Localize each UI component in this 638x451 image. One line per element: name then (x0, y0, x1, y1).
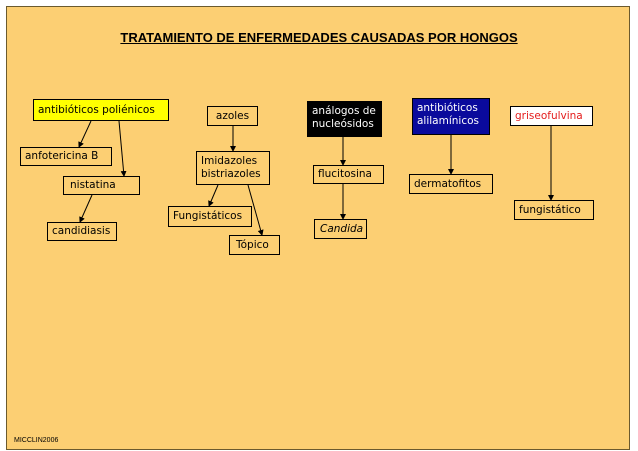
node-candida: Candida (314, 219, 367, 239)
node-label-line-2: nucleósidos (312, 118, 374, 130)
node-label: flucitosina (318, 168, 372, 180)
node-anfotericina-b: anfotericina B (20, 147, 112, 166)
page-title: TRATAMIENTO DE ENFERMEDADES CAUSADAS POR… (120, 30, 518, 45)
node-label-line-1: análogos de (312, 105, 376, 117)
node-azoles: azoles (207, 106, 258, 126)
node-fungistatico: fungistático (514, 200, 594, 220)
arrow-imidazoles-topico (247, 184, 264, 236)
node-label: nistatina (70, 179, 116, 191)
node-analogos-nucleosidos: análogos de nucleósidos (307, 101, 382, 137)
node-label-line-2: bistriazoles (201, 168, 261, 180)
node-label-line-1: antibióticos (417, 102, 478, 114)
arrow-polienicos-nistatina (118, 120, 127, 177)
node-griseofulvina: griseofulvina (510, 106, 593, 126)
node-label-line-2: alilamínicos (417, 115, 480, 127)
node-flucitosina: flucitosina (313, 165, 384, 184)
node-label: candidiasis (52, 225, 111, 237)
node-fungistaticos: Fungistáticos (168, 206, 252, 227)
node-label: azoles (215, 110, 250, 122)
node-topico: Tópico (229, 235, 280, 255)
node-label: fungistático (519, 204, 581, 216)
node-candidiasis: candidiasis (47, 222, 117, 241)
node-antibioticos-polienicos: antibióticos poliénicos (33, 99, 169, 121)
arrow-imidazoles-fungistaticos (208, 184, 219, 207)
slide-background (6, 6, 630, 450)
footer-credit: MICCLIN2006 (14, 437, 59, 444)
node-label: Candida (320, 223, 364, 235)
node-label: griseofulvina (515, 110, 583, 122)
node-nistatina: nistatina (63, 176, 140, 195)
node-label: Fungistáticos (173, 210, 243, 222)
node-label: Tópico (236, 239, 269, 251)
node-label: antibióticos poliénicos (38, 104, 155, 116)
node-imidazoles-bistriazoles: Imidazoles bistriazoles (196, 151, 270, 185)
node-label: dermatofitos (414, 178, 482, 190)
node-label: anfotericina B (25, 150, 99, 162)
arrow-nistatina-candidiasis (79, 194, 93, 223)
node-antibioticos-alilaminicos: antibióticos alilamínicos (412, 98, 490, 135)
arrow-polienicos-anfotericina (78, 120, 92, 148)
node-dermatofitos: dermatofitos (409, 174, 493, 194)
node-label-line-1: Imidazoles (201, 155, 258, 167)
